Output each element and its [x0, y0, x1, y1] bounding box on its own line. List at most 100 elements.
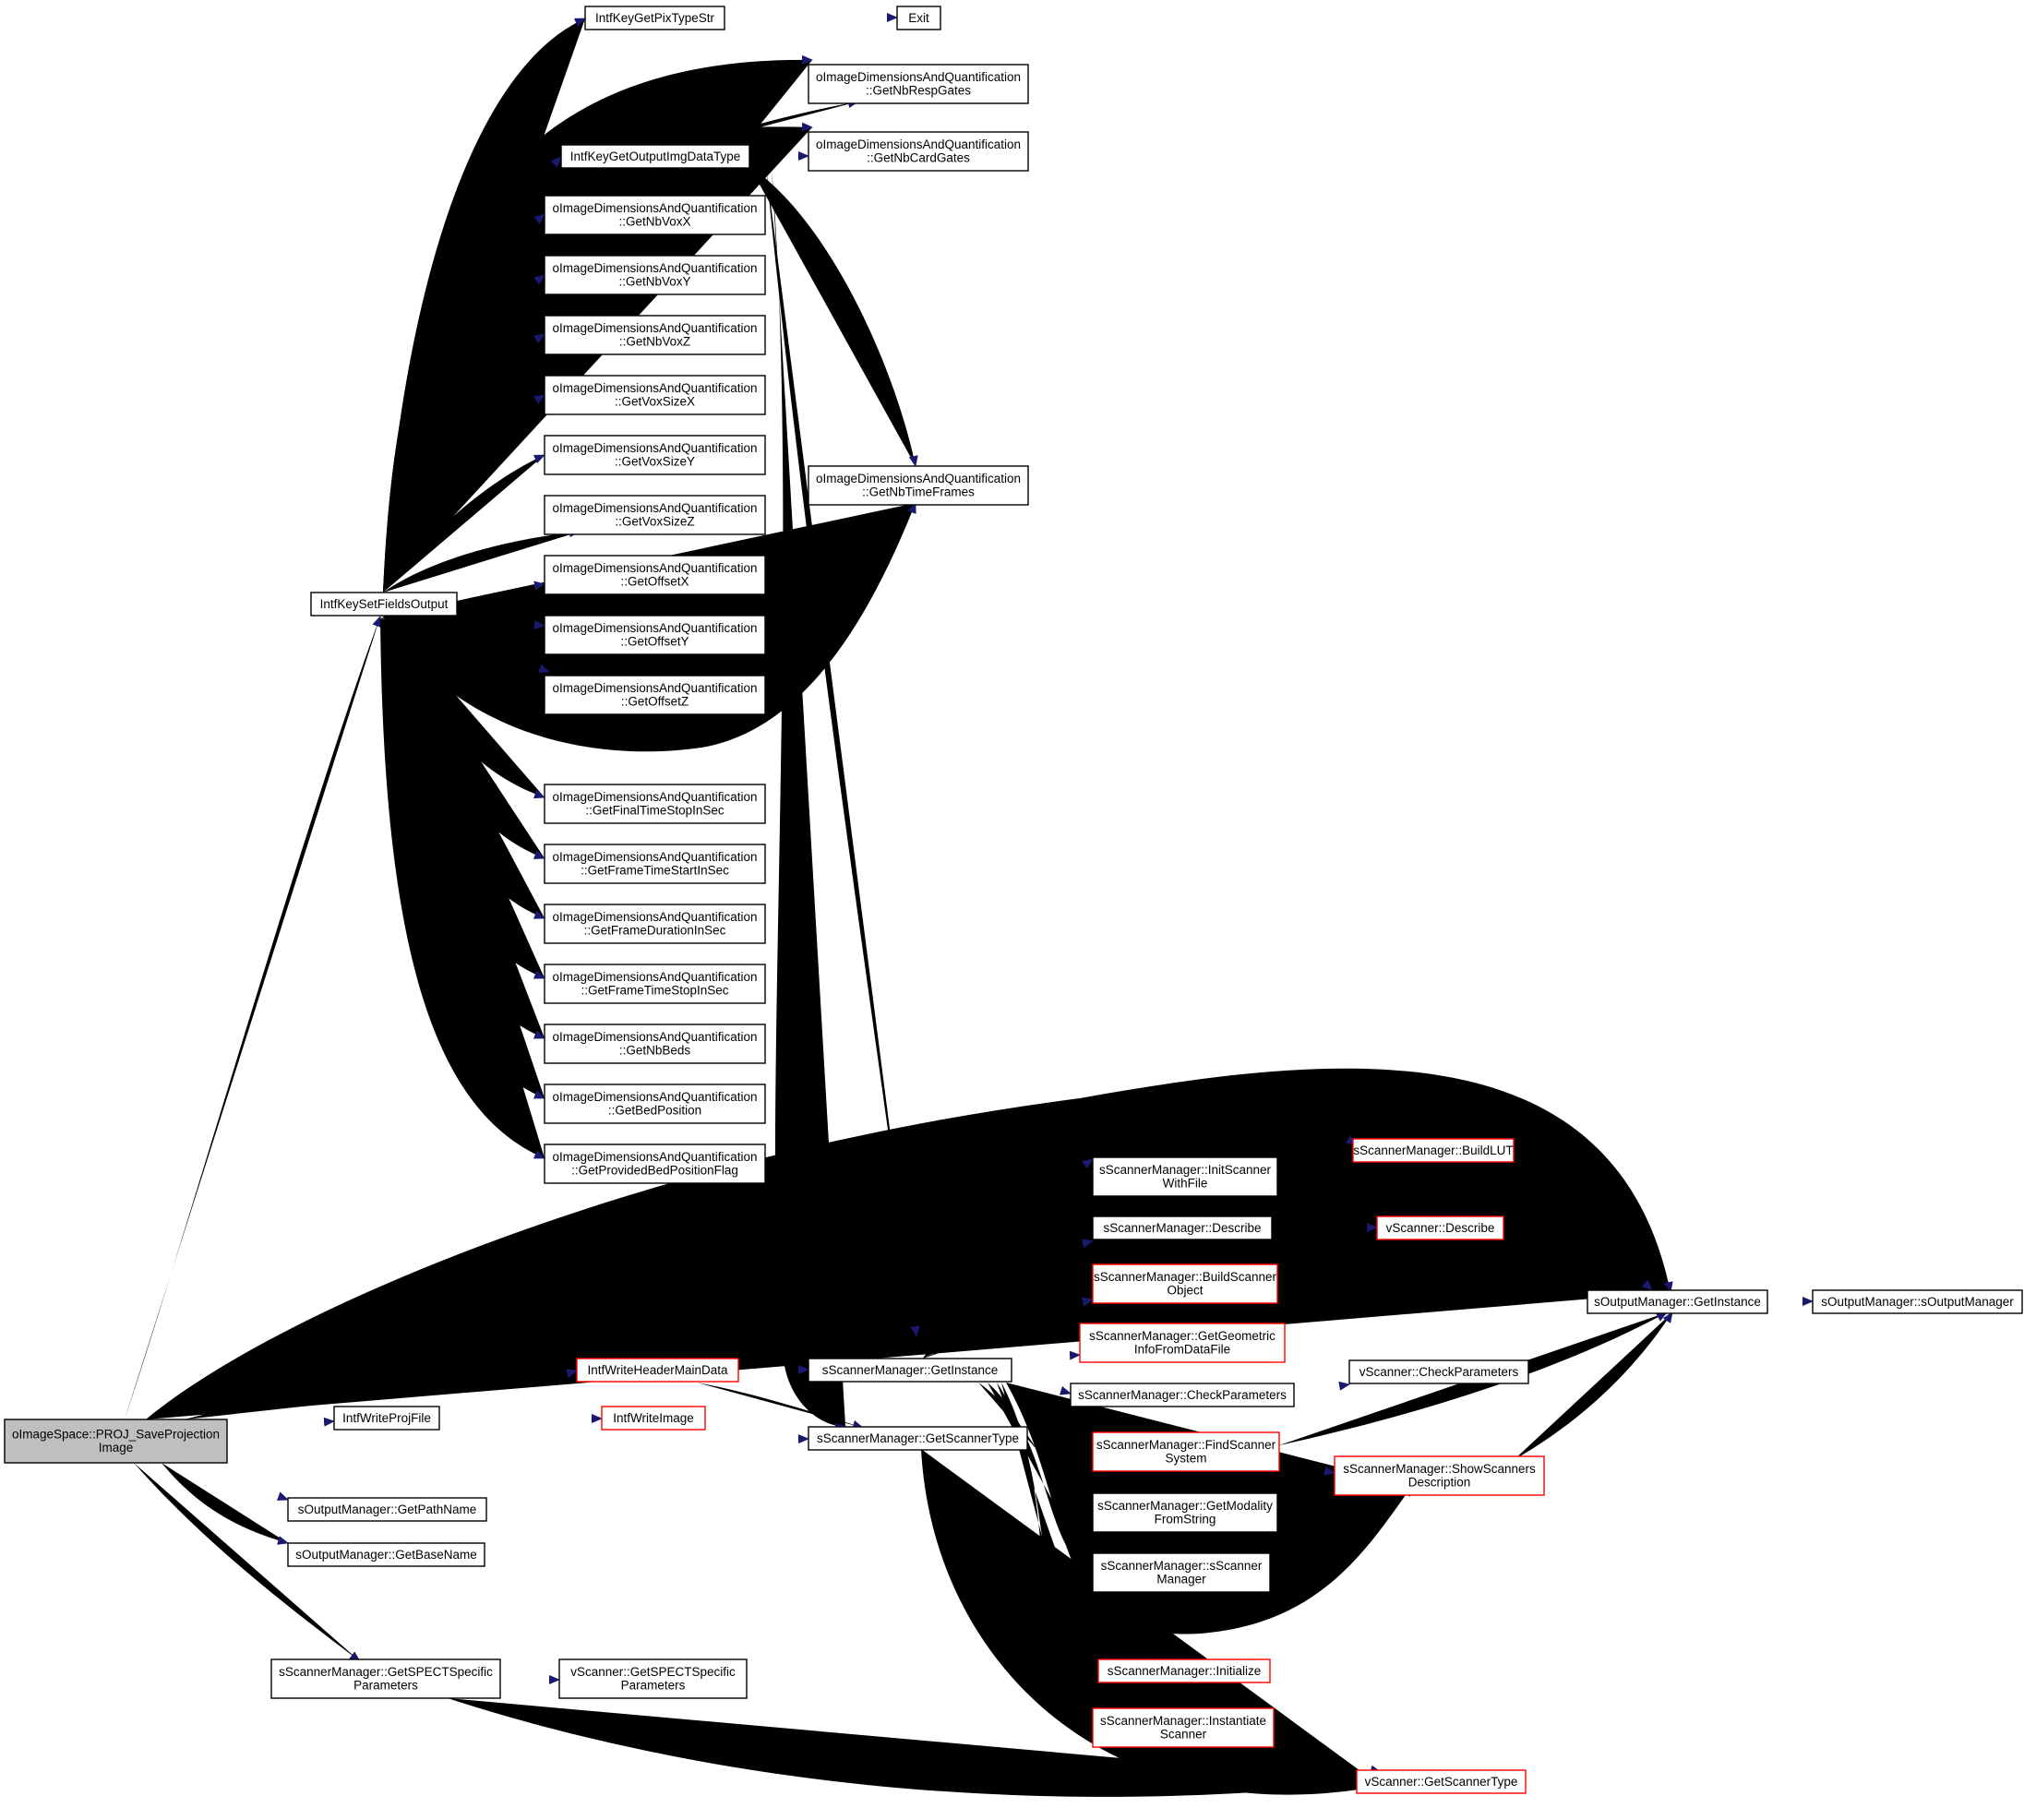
node-framestart[interactable]: oImageDimensionsAndQuantification::GetFr… [544, 844, 766, 884]
node-box [544, 675, 766, 715]
node-vsx[interactable]: oImageDimensionsAndQuantification::GetVo… [544, 375, 766, 415]
edge-outimg-nbresp [692, 99, 859, 145]
node-box [1097, 1658, 1271, 1683]
node-framestop[interactable]: oImageDimensionsAndQuantification::GetFr… [544, 964, 766, 1004]
node-offy[interactable]: oImageDimensionsAndQuantification::GetOf… [544, 615, 766, 655]
node-label: ::GetVoxSizeZ [615, 515, 694, 529]
node-scangettype[interactable]: sScannerManager::GetScannerType [808, 1426, 1028, 1451]
edge-root-basename [162, 1463, 289, 1545]
node-timeframes[interactable]: oImageDimensionsAndQuantification::GetNb… [808, 465, 1029, 506]
node-outimg[interactable]: IntfKeyGetOutputImgDataType [560, 144, 750, 169]
edge-root-pathname [189, 1463, 289, 1501]
node-box [4, 1419, 228, 1464]
node-bedflag[interactable]: oImageDimensionsAndQuantification::GetPr… [544, 1143, 766, 1184]
node-label: ::GetFrameTimeStopInSec [581, 984, 728, 998]
node-label: Image [99, 1441, 134, 1455]
node-label: Description [1408, 1476, 1471, 1490]
node-label: oImageDimensionsAndQuantification [552, 561, 757, 575]
node-voxx[interactable]: oImageDimensionsAndQuantification::GetNb… [544, 195, 766, 235]
node-box [544, 904, 766, 944]
node-finaltime[interactable]: oImageDimensionsAndQuantification::GetFi… [544, 784, 766, 824]
edge-setfields-finaltime [388, 617, 545, 799]
edge-outimg-scangettype [772, 168, 846, 1432]
node-bedpos[interactable]: oImageDimensionsAndQuantification::GetBe… [544, 1084, 766, 1124]
node-box [1092, 1492, 1278, 1533]
node-writeimage[interactable]: IntfWriteImage [601, 1406, 706, 1431]
node-vsz[interactable]: oImageDimensionsAndQuantification::GetVo… [544, 495, 766, 535]
node-outgetinst[interactable]: sOutputManager::GetInstance [1587, 1289, 1768, 1314]
node-basename[interactable]: sOutputManager::GetBaseName [287, 1542, 485, 1567]
node-box [544, 784, 766, 824]
node-box [1070, 1383, 1295, 1407]
node-box [808, 64, 1029, 104]
node-vgettype[interactable]: vScanner::GetScannerType [1356, 1769, 1527, 1794]
edge-setfields-bedpos [381, 617, 545, 1099]
node-pixtype[interactable]: IntfKeyGetPixTypeStr [584, 6, 725, 30]
node-label: oImageDimensionsAndQuantification [552, 321, 757, 335]
node-label: sScannerManager::GetSPECTSpecific [279, 1665, 493, 1679]
node-label: IntfWriteImage [613, 1411, 694, 1425]
node-label: sScannerManager::sScanner [1101, 1559, 1263, 1573]
node-vcheckparams[interactable]: vScanner::CheckParameters [1348, 1359, 1529, 1384]
node-label: oImageDimensionsAndQuantification [552, 1090, 757, 1104]
node-label: vScanner::GetSPECTSpecific [570, 1665, 736, 1679]
node-framedur[interactable]: oImageDimensionsAndQuantification::GetFr… [544, 904, 766, 944]
node-label: sScannerManager::ShowScanners [1343, 1462, 1536, 1476]
node-exit[interactable]: Exit [896, 6, 941, 30]
node-voxz[interactable]: oImageDimensionsAndQuantification::GetNb… [544, 315, 766, 355]
node-box [1092, 1215, 1273, 1240]
node-label: Object [1167, 1284, 1203, 1298]
node-nbbeds[interactable]: oImageDimensionsAndQuantification::GetNb… [544, 1024, 766, 1064]
node-box [560, 144, 750, 169]
node-scangetinst[interactable]: sScannerManager::GetInstance [808, 1358, 1012, 1383]
node-box [1376, 1215, 1504, 1240]
node-label: oImageDimensionsAndQuantification [552, 850, 757, 864]
node-box [544, 195, 766, 235]
node-setfields[interactable]: IntfKeySetFieldsOutput [310, 592, 458, 617]
edge-root-writeproj [227, 1417, 335, 1429]
node-buildlut[interactable]: sScannerManager::BuildLUT [1352, 1138, 1515, 1163]
node-box [576, 1358, 739, 1383]
node-label: sOutputManager::GetInstance [1594, 1295, 1761, 1309]
node-box [287, 1542, 485, 1567]
node-writeheader[interactable]: IntfWriteHeaderMainData [576, 1358, 739, 1383]
node-label: ::GetVoxSizeX [615, 395, 695, 409]
node-label: oImageDimensionsAndQuantification [552, 970, 757, 984]
node-label: sScannerManager::Describe [1103, 1221, 1261, 1235]
node-pathname[interactable]: sOutputManager::GetPathName [287, 1497, 487, 1522]
node-voxy[interactable]: oImageDimensionsAndQuantification::GetNb… [544, 255, 766, 295]
edge-setfields-offz [443, 617, 550, 673]
edge-scangetinst-describe [923, 1239, 1094, 1359]
node-checkparams[interactable]: sScannerManager::CheckParameters [1070, 1383, 1295, 1407]
node-vsy[interactable]: oImageDimensionsAndQuantification::GetVo… [544, 435, 766, 475]
node-writeproj[interactable]: IntfWriteProjFile [333, 1406, 440, 1431]
node-label: sScannerManager::GetModality [1097, 1499, 1273, 1513]
node-label: ::GetFrameTimeStartInSec [581, 864, 729, 878]
node-spectparams[interactable]: sScannerManager::GetSPECTSpecificParamet… [270, 1658, 501, 1699]
node-vdescribe[interactable]: vScanner::Describe [1376, 1215, 1504, 1240]
node-offz[interactable]: oImageDimensionsAndQuantification::GetOf… [544, 675, 766, 715]
node-sscanner[interactable]: sScannerManager::sScannerManager [1092, 1552, 1271, 1593]
edge-root-setfields [125, 616, 381, 1419]
node-initialize[interactable]: sScannerManager::Initialize [1097, 1658, 1271, 1683]
node-box [558, 1658, 748, 1699]
node-nbcard[interactable]: oImageDimensionsAndQuantification::GetNb… [808, 131, 1029, 172]
node-geominfo[interactable]: sScannerManager::GetGeometricInfoFromDat… [1079, 1323, 1286, 1363]
node-label: sScannerManager::GetInstance [822, 1363, 999, 1377]
node-describe[interactable]: sScannerManager::Describe [1092, 1215, 1273, 1240]
node-label: sScannerManager::GetScannerType [817, 1431, 1019, 1445]
node-box [808, 131, 1029, 172]
node-offx[interactable]: oImageDimensionsAndQuantification::GetOf… [544, 555, 766, 595]
node-label: ::GetVoxSizeY [615, 455, 695, 469]
node-outctor[interactable]: sOutputManager::sOutputManager [1812, 1289, 2023, 1314]
node-nbresp[interactable]: oImageDimensionsAndQuantification::GetNb… [808, 64, 1029, 104]
node-label: WithFile [1163, 1177, 1208, 1191]
